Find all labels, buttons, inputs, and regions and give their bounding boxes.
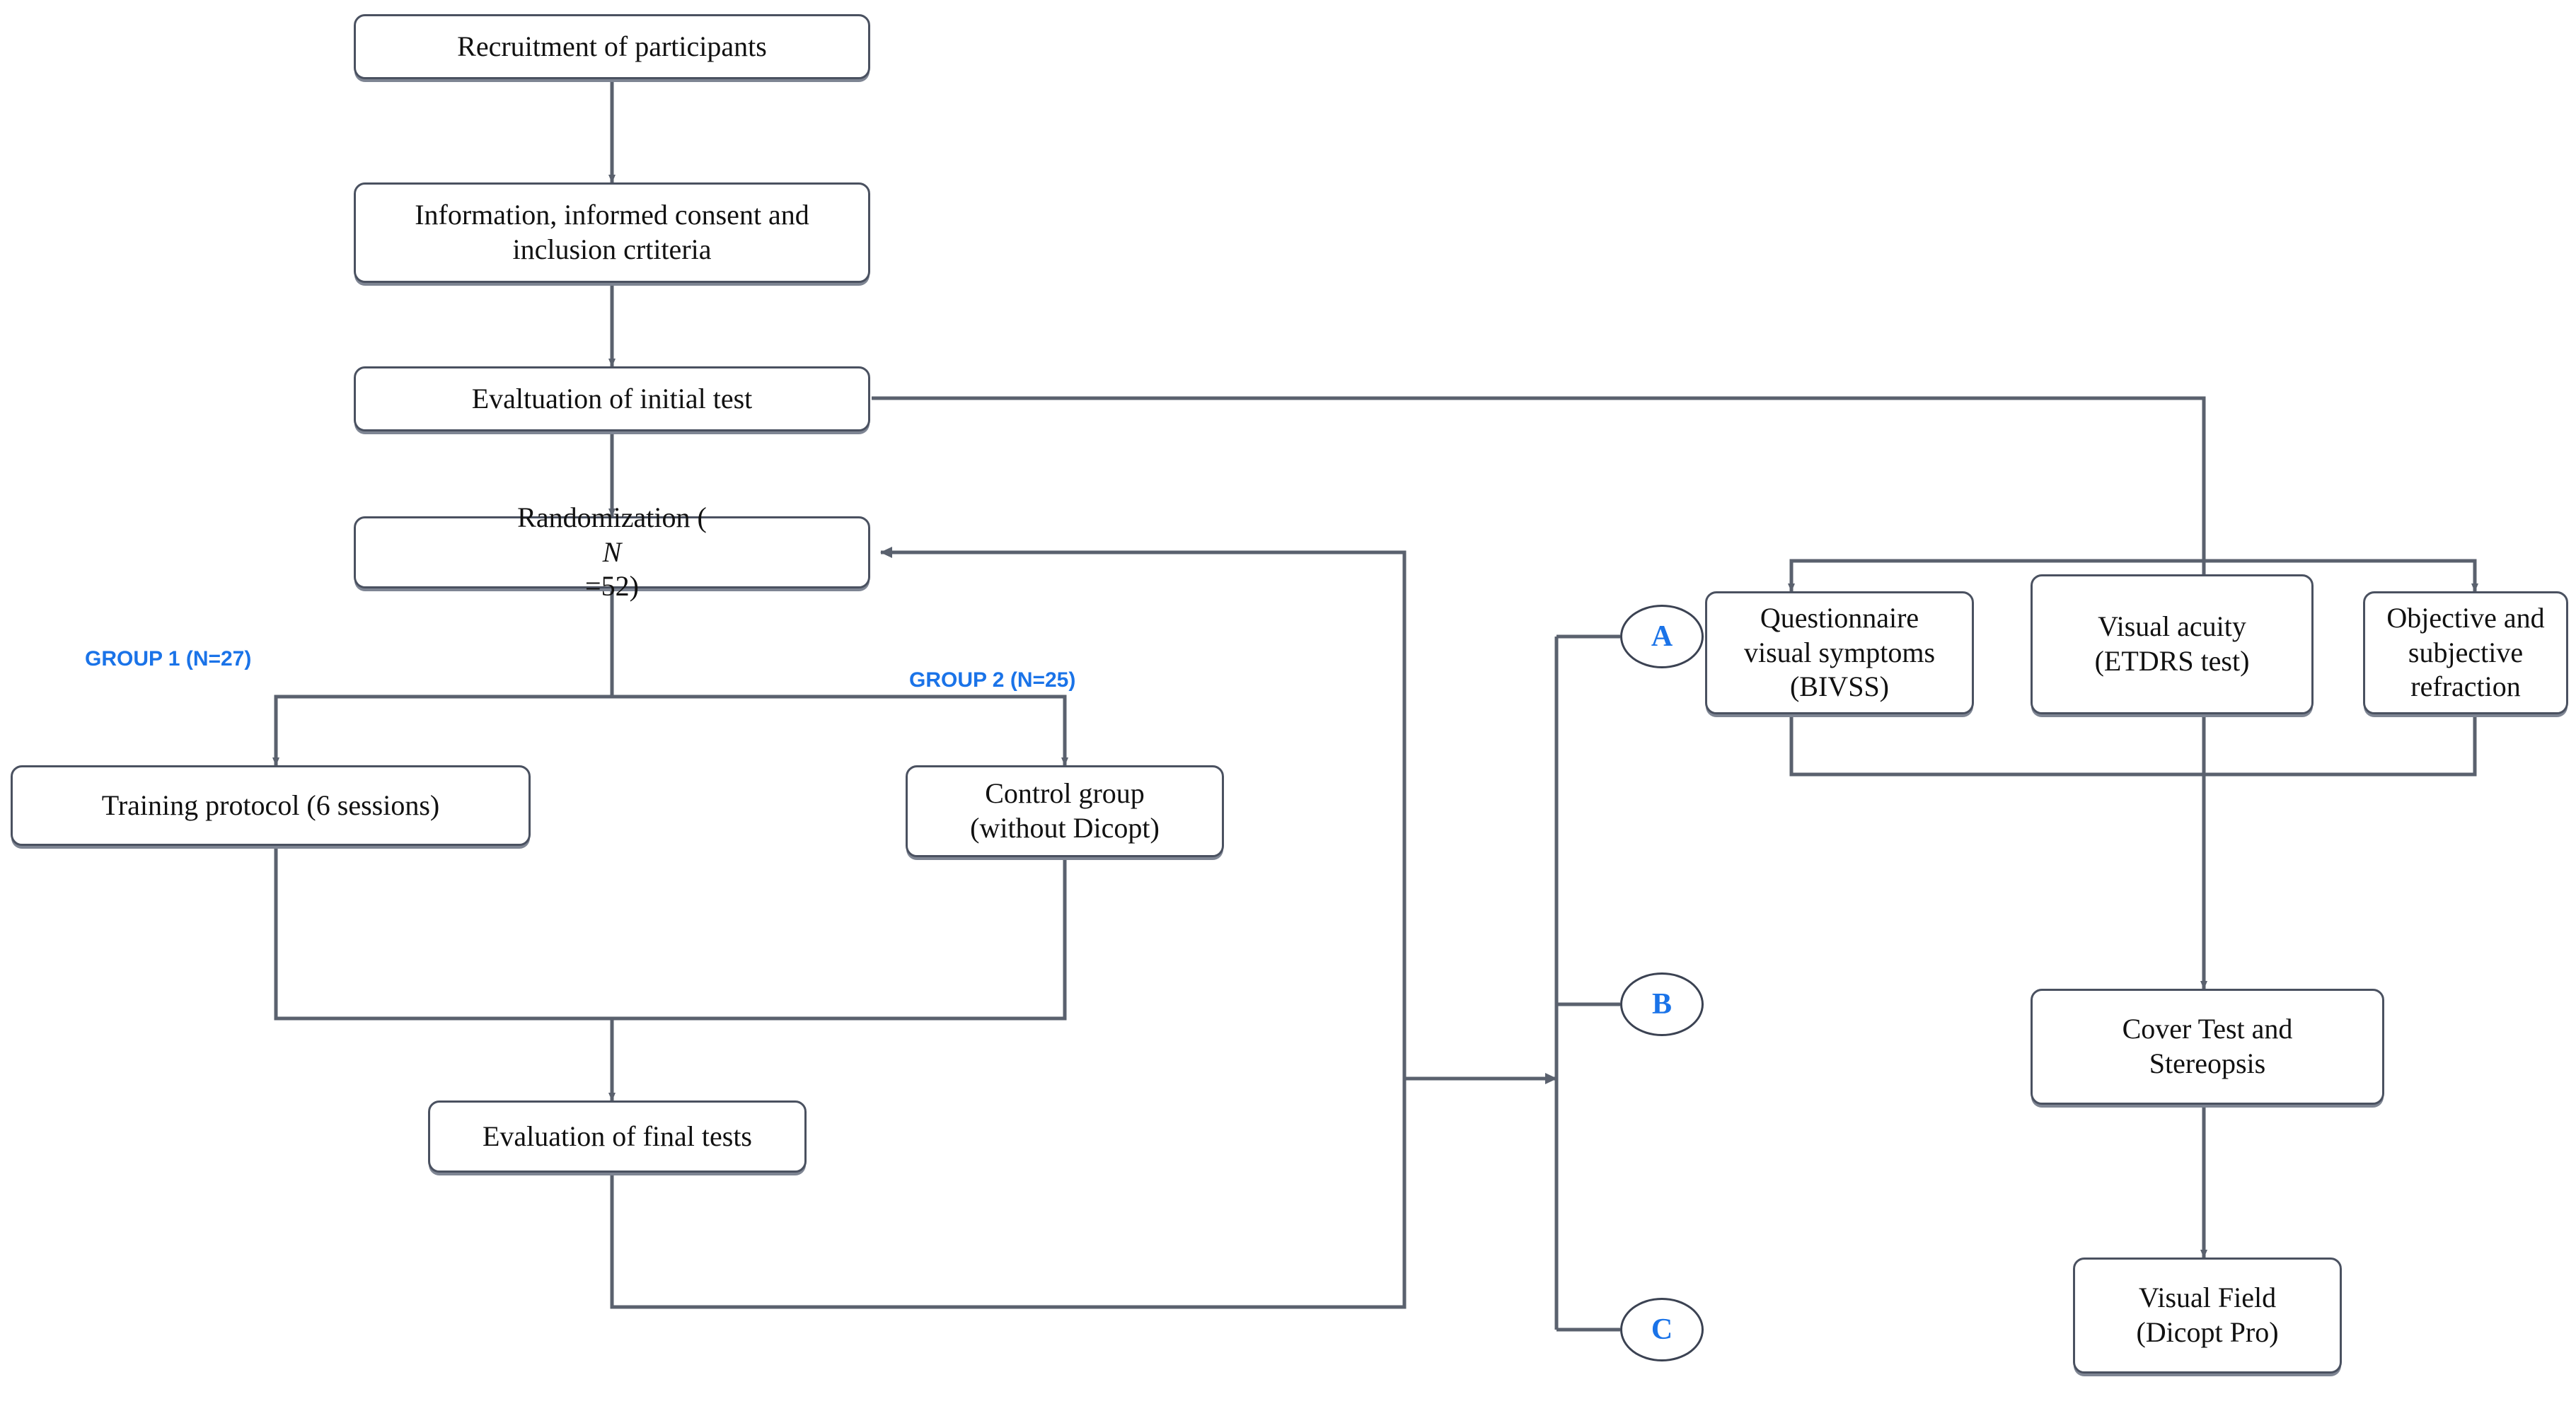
node-questionnaire-line1: Questionnaire (1760, 601, 1919, 634)
connector-b[interactable]: B (1620, 972, 1704, 1036)
node-recruitment[interactable]: Recruitment of participants (354, 14, 870, 79)
node-acuity-line1: Visual acuity (2098, 610, 2246, 643)
node-control-group[interactable]: Control group (without Dicopt) (906, 765, 1224, 857)
connector-c[interactable]: C (1620, 1298, 1704, 1361)
node-cover-line1: Cover Test and (2122, 1013, 2293, 1045)
node-initial-test[interactable]: Evaltuation of initial test (354, 366, 870, 431)
node-randomization[interactable]: Randomization (N=52) (354, 501, 870, 602)
node-questionnaire-line2: visual symptoms (1743, 636, 1936, 668)
node-refraction[interactable]: Objective and subjective refraction (2363, 591, 2568, 714)
node-information-line1: Information, informed consent and (415, 199, 809, 231)
node-information-consent[interactable]: Information, informed consent and inclus… (354, 182, 870, 283)
node-refraction-line3: refraction (2410, 670, 2521, 703)
group-1-label: GROUP 1 (N=27) (85, 647, 252, 670)
node-training-label: Training protocol (6 sessions) (101, 789, 440, 821)
connector-b-label: B (1651, 988, 1672, 1021)
node-control-line1: Control group (985, 777, 1145, 810)
node-initial-test-label: Evaltuation of initial test (471, 382, 753, 414)
group-2-label: GROUP 2 (N=25) (909, 668, 1076, 692)
node-final-tests[interactable]: Evaluation of final tests (428, 1100, 807, 1173)
node-training-protocol[interactable]: Training protocol (6 sessions) (11, 765, 531, 846)
node-questionnaire-bivss[interactable]: Questionnaire visual symptoms (BIVSS) (1705, 591, 1974, 714)
node-questionnaire-line3: (BIVSS) (1789, 670, 1890, 703)
node-final-tests-label: Evaluation of final tests (482, 1120, 752, 1152)
node-randomization-label: Randomization (N=52) (517, 501, 707, 603)
node-cover-line2: Stereopsis (2149, 1047, 2266, 1079)
node-field-line2: (Dicopt Pro) (2136, 1316, 2279, 1348)
connector-c-label: C (1651, 1313, 1673, 1346)
node-visual-acuity[interactable]: Visual acuity (ETDRS test) (2031, 574, 2314, 714)
connector-a-label: A (1651, 620, 1673, 653)
connector-a[interactable]: A (1620, 605, 1704, 668)
node-field-line1: Visual Field (2138, 1282, 2277, 1314)
node-recruitment-label: Recruitment of participants (457, 30, 767, 62)
node-control-line2: (without Dicopt) (970, 812, 1160, 844)
node-cover-test-stereopsis[interactable]: Cover Test and Stereopsis (2031, 989, 2384, 1105)
node-acuity-line2: (ETDRS test) (2094, 645, 2250, 677)
node-refraction-line1: Objective and (2386, 601, 2545, 634)
node-visual-field-dicopt[interactable]: Visual Field (Dicopt Pro) (2073, 1258, 2342, 1373)
node-information-line2: inclusion crtiteria (512, 233, 712, 265)
node-randomization-n: N (602, 535, 622, 568)
node-refraction-line2: subjective (2408, 636, 2524, 668)
